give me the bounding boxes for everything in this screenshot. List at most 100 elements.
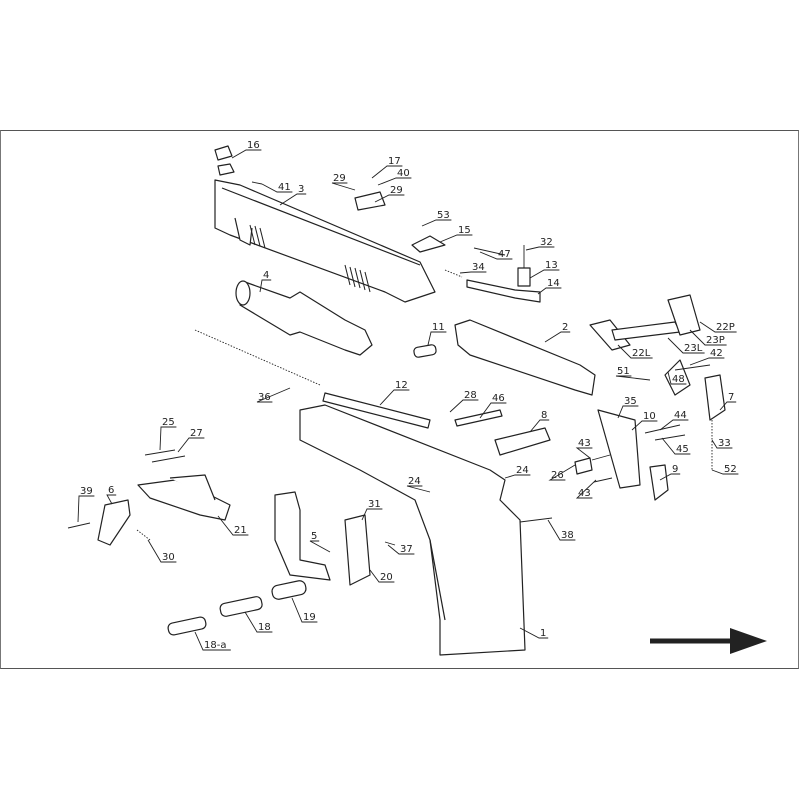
callout-label: 46 [492, 393, 505, 404]
part-slide [214, 145, 436, 303]
leader-line [217, 515, 249, 536]
callout-label: 8 [541, 410, 547, 421]
callout-label: 38 [561, 530, 574, 541]
leader-line [256, 387, 291, 403]
callout-32: 32 [525, 237, 555, 251]
callout-label: 2 [562, 322, 568, 333]
callout-14: 14 [537, 278, 562, 295]
callout-label: 10 [643, 411, 656, 422]
callout-27: 27 [177, 428, 205, 453]
callout-label: 43 [578, 438, 591, 449]
leader-line [529, 269, 560, 279]
leader-line [194, 631, 231, 651]
callout-label: 24 [516, 465, 529, 476]
leader-line [667, 337, 705, 354]
callout-label: 6 [108, 485, 114, 496]
callout-43: 43 [575, 438, 593, 459]
callout-40: 40 [377, 168, 412, 186]
leader-line [379, 389, 410, 406]
callout-label: 23P [706, 335, 725, 346]
callout-label: 31 [368, 499, 381, 510]
leader-line [159, 426, 177, 451]
callout-label: 42 [710, 348, 723, 359]
callout-label: 18-a [204, 640, 226, 651]
callout-8: 8 [529, 410, 550, 433]
callout-label: 4 [263, 270, 269, 281]
part-locking-block [454, 319, 596, 396]
callout-33: 33 [711, 438, 733, 449]
callout-53: 53 [421, 210, 452, 227]
leader-line [291, 597, 318, 623]
callout-label: 44 [674, 410, 687, 421]
callout-31: 31 [361, 499, 383, 521]
callout-label: 15 [458, 225, 471, 236]
leader-line [261, 183, 293, 193]
direction-arrow-icon [650, 628, 767, 654]
callout-13: 13 [529, 260, 560, 279]
callout-34: 34 [459, 262, 487, 274]
leader-line [449, 399, 479, 413]
leader-line [244, 611, 273, 633]
leader-line [537, 287, 562, 295]
callout-2: 2 [544, 322, 571, 343]
leader-line [548, 464, 576, 481]
callout-51: 51 [615, 366, 651, 381]
callout-label: 5 [311, 531, 317, 542]
callout-label: 29 [333, 173, 346, 184]
leader-line [659, 473, 681, 481]
callout-label: 41 [278, 182, 291, 193]
leader-line [519, 627, 549, 639]
callout-23P: 23P [689, 329, 727, 346]
callout-label: 13 [545, 260, 558, 271]
part-recoil-spring [194, 329, 321, 386]
callout-label: 40 [397, 168, 410, 179]
callout-label: 21 [234, 525, 247, 536]
leader-line [631, 420, 658, 431]
callout-label: 3 [298, 184, 304, 195]
part-frame [299, 404, 526, 656]
callout-label: 47 [498, 249, 511, 260]
callout-label: 23L [684, 343, 703, 354]
callout-38: 38 [547, 519, 576, 541]
callout-18: 18 [244, 611, 273, 633]
callout-label: 20 [380, 572, 393, 583]
leader-line [106, 494, 117, 505]
callout-10: 10 [631, 411, 658, 431]
callout-16: 16 [231, 140, 262, 159]
leader-line [547, 519, 576, 541]
callout-29: 29 [374, 185, 405, 203]
callout-label: 14 [547, 278, 560, 289]
callout-label: 36 [258, 392, 271, 403]
leader-line [331, 182, 356, 191]
leader-line [459, 271, 487, 274]
diagram-frame [0, 130, 799, 669]
leader-line [661, 437, 691, 455]
part-guide-rod [322, 392, 431, 429]
callout-label: 34 [472, 262, 485, 273]
callout-label: 52 [724, 464, 737, 475]
callout-label: 17 [388, 156, 401, 167]
callout-6: 6 [106, 485, 117, 505]
callout-11: 11 [427, 322, 447, 346]
callout-18-a: 18-a [194, 631, 231, 651]
leader-line [504, 474, 531, 479]
callout-23L: 23L [667, 337, 705, 354]
leader-line [387, 544, 415, 555]
callout-12: 12 [379, 380, 410, 406]
callout-label: 32 [540, 237, 553, 248]
leader-line [711, 439, 733, 449]
callout-label: 1 [540, 628, 546, 639]
callout-label: 51 [617, 366, 630, 377]
callout-19: 19 [291, 597, 318, 623]
callout-24: 24 [406, 476, 431, 493]
callout-36: 36 [256, 387, 291, 403]
callout-label: 28 [464, 390, 477, 401]
callout-35: 35 [617, 396, 639, 419]
callout-label: 16 [247, 140, 260, 151]
leader-line [525, 246, 555, 251]
callout-30: 30 [147, 539, 177, 563]
callout-label: 12 [395, 380, 408, 391]
callout-label: 43 [578, 488, 591, 499]
small-parts [67, 191, 726, 636]
callout-28: 28 [449, 390, 479, 413]
